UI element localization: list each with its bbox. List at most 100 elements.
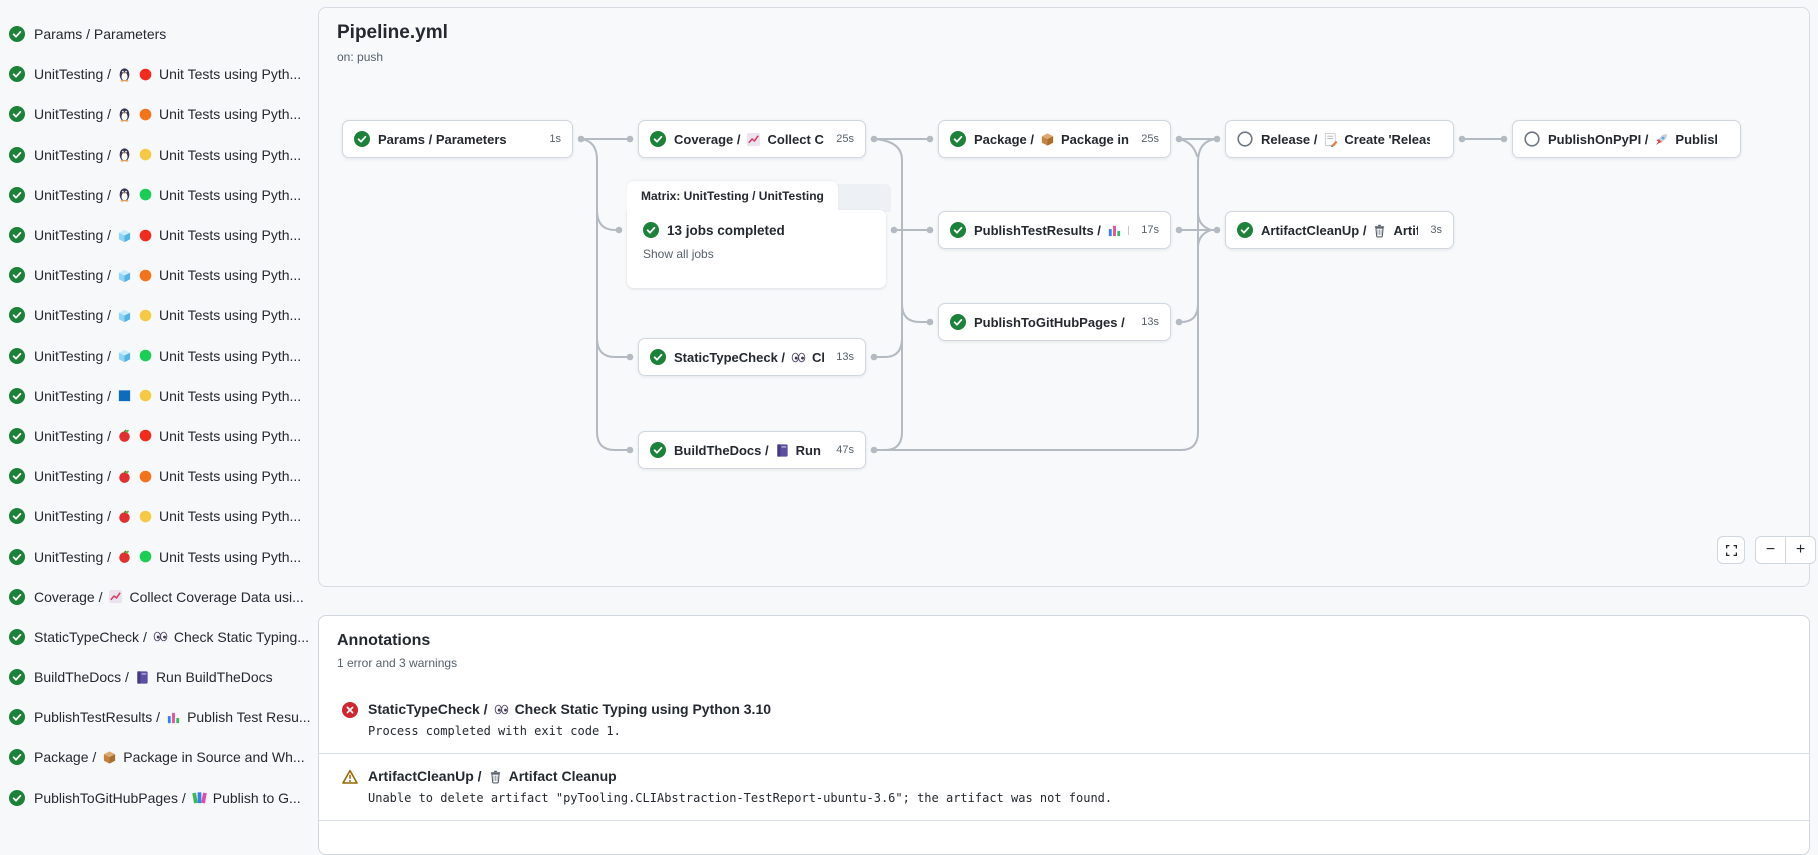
- check-circle-icon: [9, 227, 25, 244]
- job-step-title: Unit Tests using Pyth...: [159, 427, 302, 444]
- warning-triangle-icon: [342, 769, 358, 785]
- job-label: UnitTesting /Unit Tests using Pyth...: [34, 307, 301, 323]
- node-duration: 13s: [836, 351, 854, 363]
- ice-cube-icon: [117, 268, 132, 283]
- chart-increasing-icon: [108, 589, 123, 604]
- graph-node-publish-to-github-pages[interactable]: PublishToGitHubPages /...13s: [938, 303, 1171, 341]
- job-step-title: Publish to G...: [212, 789, 301, 806]
- node-label: Coverage /Collect Cove...: [674, 132, 824, 147]
- job-step-title: Unit Tests using Pyth...: [159, 468, 302, 485]
- matrix-group-tab: Matrix: UnitTesting / UnitTesting: [627, 181, 838, 211]
- node-step-title: Collect Cove...: [767, 131, 824, 147]
- job-name: StaticTypeCheck /: [34, 628, 147, 645]
- job-step-title: Collect Coverage Data usi...: [129, 588, 304, 605]
- node-label: PublishToGitHubPages /...: [974, 315, 1129, 330]
- circle-red-icon: [138, 428, 153, 443]
- sidebar-job-item[interactable]: PublishToGitHubPages /Publish to G...: [0, 778, 312, 818]
- graph-node-publish-test-results[interactable]: PublishTestResults /Pu...17s: [938, 211, 1171, 249]
- graph-node-publish-on-pypi[interactable]: PublishOnPyPI /Publish to ...: [1512, 120, 1741, 158]
- node-job-name: Params / Parameters: [378, 131, 507, 147]
- memo-pencil-icon: [1323, 132, 1338, 147]
- penguin-icon: [117, 107, 132, 122]
- show-all-jobs-link[interactable]: Show all jobs: [643, 247, 714, 261]
- circle-orange-icon: [138, 107, 153, 122]
- annotation-job-name: ArtifactCleanUp /: [368, 768, 482, 784]
- check-circle-icon: [650, 442, 666, 458]
- check-circle-icon: [9, 347, 25, 364]
- job-label: UnitTesting /Unit Tests using Pyth...: [34, 348, 301, 364]
- sidebar-job-item[interactable]: UnitTesting /Unit Tests using Pyth...: [0, 54, 312, 94]
- sidebar-job-item[interactable]: UnitTesting /Unit Tests using Pyth...: [0, 135, 312, 175]
- sidebar-job-item[interactable]: StaticTypeCheck /Check Static Typing...: [0, 617, 312, 657]
- zoom-out-button[interactable]: −: [1755, 536, 1786, 564]
- check-circle-icon: [9, 146, 25, 163]
- sidebar-job-item[interactable]: UnitTesting /Unit Tests using Pyth...: [0, 536, 312, 576]
- sidebar-job-item[interactable]: UnitTesting /Unit Tests using Pyth...: [0, 295, 312, 335]
- job-name: UnitTesting /: [34, 66, 112, 83]
- job-step-title: Unit Tests using Pyth...: [159, 347, 302, 364]
- job-name: UnitTesting /: [34, 307, 112, 324]
- annotation-job-name: StaticTypeCheck /: [368, 701, 488, 717]
- sidebar-job-item[interactable]: UnitTesting /Unit Tests using Pyth...: [0, 416, 312, 456]
- graph-node-build-the-docs[interactable]: BuildTheDocs /Run Buil...47s: [638, 431, 866, 469]
- job-step-title: Unit Tests using Pyth...: [159, 548, 302, 565]
- sidebar-job-item[interactable]: UnitTesting /Unit Tests using Pyth...: [0, 175, 312, 215]
- zoom-in-button[interactable]: +: [1785, 536, 1816, 564]
- sidebar-job-item[interactable]: PublishTestResults /Publish Test Resu...: [0, 697, 312, 737]
- check-circle-icon: [643, 222, 659, 238]
- matrix-group-label: Matrix: UnitTesting / UnitTesting: [641, 189, 824, 203]
- check-circle-icon: [9, 588, 25, 605]
- node-duration: 3s: [1430, 224, 1442, 236]
- sidebar-job-item[interactable]: BuildTheDocs /Run BuildTheDocs: [0, 657, 312, 697]
- graph-node-coverage[interactable]: Coverage /Collect Cove...25s: [638, 120, 866, 158]
- sidebar-job-item[interactable]: Package /Package in Source and Wh...: [0, 737, 312, 777]
- node-duration: 25s: [1141, 133, 1159, 145]
- sidebar-job-item[interactable]: UnitTesting /Unit Tests using Pyth...: [0, 496, 312, 536]
- graph-node-package[interactable]: Package /Package in So...25s: [938, 120, 1171, 158]
- job-label: BuildTheDocs /Run BuildTheDocs: [34, 669, 273, 685]
- wastebasket-icon: [488, 769, 503, 784]
- sidebar-job-item[interactable]: UnitTesting /Unit Tests using Pyth...: [0, 215, 312, 255]
- zoom-controls: − +: [1755, 536, 1816, 564]
- graph-node-release[interactable]: Release /Create 'Release P...: [1225, 120, 1454, 158]
- node-job-name: ArtifactCleanUp /: [1261, 222, 1367, 238]
- node-job-name: Release /: [1261, 131, 1318, 147]
- check-circle-icon: [9, 749, 25, 766]
- penguin-icon: [117, 147, 132, 162]
- check-circle-icon: [9, 548, 25, 565]
- job-step-title: Publish Test Resu...: [187, 709, 311, 726]
- annotation-message: Process completed with exit code 1.: [368, 724, 621, 738]
- sidebar-job-item[interactable]: UnitTesting /Unit Tests using Pyth...: [0, 336, 312, 376]
- eyes-icon: [791, 350, 806, 365]
- sidebar-job-item[interactable]: UnitTesting /Unit Tests using Pyth...: [0, 376, 312, 416]
- check-circle-icon: [950, 314, 966, 330]
- graph-node-static-type-check[interactable]: StaticTypeCheck /Chec...13s: [638, 338, 866, 376]
- sidebar-job-item[interactable]: Params / Parameters: [0, 14, 312, 54]
- node-job-name: StaticTypeCheck /: [674, 349, 786, 365]
- job-name: Coverage /: [34, 588, 103, 605]
- circle-green-icon: [138, 348, 153, 363]
- job-step-title: Unit Tests using Pyth...: [159, 146, 302, 163]
- apple-icon: [117, 428, 132, 443]
- job-label: UnitTesting /Unit Tests using Pyth...: [34, 66, 301, 82]
- check-circle-icon: [9, 508, 25, 525]
- circle-yellow-icon: [138, 308, 153, 323]
- job-name: UnitTesting /: [34, 508, 112, 525]
- annotation-job-link[interactable]: StaticTypeCheck /Check Static Typing usi…: [368, 701, 771, 717]
- annotations-list: StaticTypeCheck /Check Static Typing usi…: [319, 686, 1809, 821]
- node-label: PublishTestResults /Pu...: [974, 223, 1129, 238]
- job-label: UnitTesting /Unit Tests using Pyth...: [34, 388, 301, 404]
- fullscreen-button[interactable]: [1717, 536, 1745, 564]
- wastebasket-icon: [1372, 223, 1387, 238]
- sidebar-job-item[interactable]: Coverage / Collect Coverage Data usi...: [0, 577, 312, 617]
- rocket-icon: [1654, 132, 1669, 147]
- circle-orange-icon: [138, 469, 153, 484]
- annotation-job-link[interactable]: ArtifactCleanUp /Artifact Cleanup: [368, 768, 1112, 784]
- node-job-name: PublishOnPyPI /: [1548, 131, 1649, 147]
- job-label: StaticTypeCheck /Check Static Typing...: [34, 629, 309, 645]
- sidebar-job-item[interactable]: UnitTesting /Unit Tests using Pyth...: [0, 94, 312, 134]
- sidebar-job-item[interactable]: UnitTesting /Unit Tests using Pyth...: [0, 456, 312, 496]
- graph-node-artifact-cleanup[interactable]: ArtifactCleanUp /Artifac...3s: [1225, 211, 1454, 249]
- sidebar-job-item[interactable]: UnitTesting /Unit Tests using Pyth...: [0, 255, 312, 295]
